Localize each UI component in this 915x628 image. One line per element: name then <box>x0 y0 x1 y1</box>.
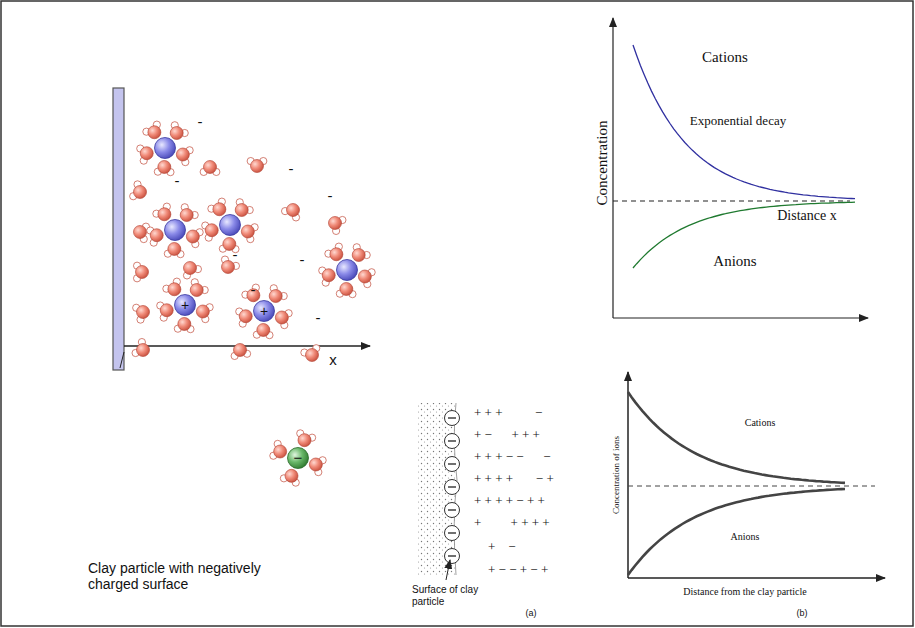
charge-sign: - <box>328 187 333 204</box>
series-label: Cations <box>702 49 748 66</box>
negative-charge <box>445 480 460 495</box>
water-molecule <box>352 244 370 262</box>
water-molecule <box>270 440 287 459</box>
negative-charge <box>445 434 460 449</box>
charge-row: + + + + + <box>474 516 550 531</box>
charge-sign: − <box>294 449 303 466</box>
water-molecule <box>186 229 203 248</box>
water-molecule <box>329 216 347 234</box>
charge-sign: - <box>198 113 203 130</box>
water-molecule <box>297 430 316 447</box>
water-molecule <box>174 317 194 332</box>
water-molecule <box>190 279 208 297</box>
water-molecule <box>132 338 150 356</box>
charge-sign: - <box>175 172 180 189</box>
negative-charge <box>445 503 460 518</box>
caption-label: Surface of clay particle <box>412 584 492 607</box>
water-molecule <box>164 242 184 257</box>
series-label: Anions <box>731 531 760 543</box>
water-molecule <box>336 282 356 297</box>
charge-sign: - <box>300 251 305 268</box>
water-molecule <box>241 224 258 243</box>
water-molecule <box>253 323 273 338</box>
ion <box>254 301 275 322</box>
water-molecule <box>325 243 343 261</box>
water-molecule <box>147 227 164 246</box>
water-molecule <box>130 181 147 200</box>
ion <box>288 448 309 469</box>
series-label: Exponential decay <box>690 114 786 129</box>
water-molecule <box>163 278 181 296</box>
water-molecule <box>309 457 326 476</box>
axis-title: Concentration of ions <box>611 436 621 514</box>
charge-sign: + <box>260 303 268 319</box>
water-molecule <box>133 262 148 282</box>
ion <box>337 260 358 281</box>
ion <box>165 220 186 241</box>
charge-row: + + + + − + <box>474 472 554 487</box>
charge-sign: - <box>289 160 294 177</box>
axis-title: Distance from the clay particle <box>683 586 806 598</box>
charge-row: + + + − − − <box>474 450 551 465</box>
water-molecule <box>154 160 174 175</box>
series-label: Anions <box>713 253 756 270</box>
negative-charge <box>445 411 460 426</box>
water-molecule <box>157 302 174 321</box>
negative-charge <box>445 549 460 564</box>
charge-sign: - <box>233 246 238 263</box>
water-molecule <box>358 269 375 288</box>
water-molecule <box>208 198 226 216</box>
water-molecule <box>301 345 320 362</box>
caption-label: Clay particle with negatively charged su… <box>88 560 288 592</box>
charge-row: + − + + + <box>474 428 540 443</box>
water-molecule <box>137 145 154 164</box>
water-molecule <box>247 157 267 172</box>
panel-label: (a) <box>526 608 537 618</box>
charge-row: + + + + − + + <box>474 494 545 509</box>
water-molecule <box>319 267 336 286</box>
water-molecule <box>176 147 193 166</box>
water-molecule <box>170 122 188 140</box>
water-molecule <box>196 304 213 323</box>
charge-sign: + <box>181 297 189 313</box>
water-molecule <box>202 222 219 241</box>
negative-charge <box>445 457 460 472</box>
water-molecule <box>275 310 292 329</box>
charge-row: + + + − <box>474 406 542 421</box>
water-molecule <box>133 304 150 323</box>
water-molecule <box>200 161 220 176</box>
water-molecule <box>280 469 299 486</box>
panel-label: (b) <box>797 608 808 618</box>
charge-row: + − − + − + <box>488 563 548 578</box>
charge-sign: - <box>251 281 256 298</box>
series-label: Cations <box>745 417 776 429</box>
ion <box>220 215 241 236</box>
negative-charge <box>445 526 460 541</box>
water-molecule <box>183 262 201 280</box>
charge-row: + − <box>488 540 516 555</box>
water-molecule <box>143 121 161 139</box>
ion <box>155 138 176 159</box>
water-molecule <box>236 308 253 327</box>
water-molecule <box>235 199 253 217</box>
water-molecule <box>231 344 251 360</box>
water-molecule <box>153 203 171 221</box>
ion <box>175 295 196 316</box>
water-molecule <box>281 204 299 222</box>
axis-label: x <box>329 351 337 368</box>
axis-title: Distance x <box>777 208 836 224</box>
charge-sign: - <box>316 309 321 326</box>
axis-title: Concentration <box>594 121 611 206</box>
water-molecule <box>180 204 198 222</box>
water-molecule <box>269 285 287 303</box>
